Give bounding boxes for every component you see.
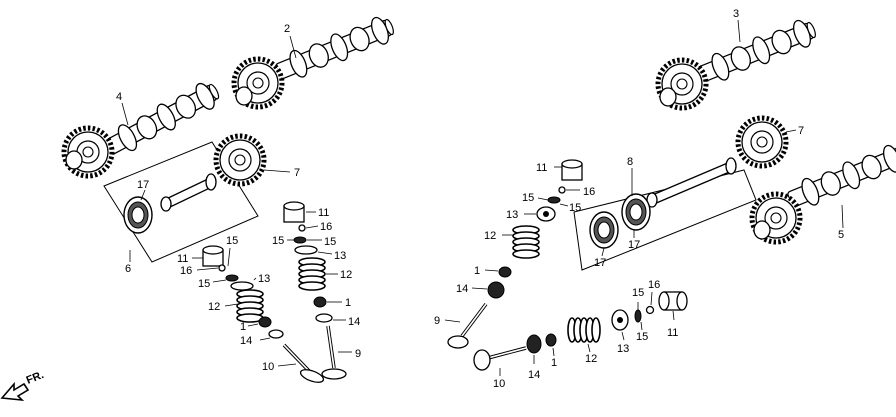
tappet-11-a	[202, 245, 224, 267]
bearing-17-right-a	[589, 211, 619, 249]
callout-11-d: 11	[667, 327, 678, 339]
camshaft-4	[64, 77, 224, 176]
callout-17-left: 17	[137, 179, 149, 191]
callout-15-a1: 15	[226, 235, 238, 247]
callout-15-d1: 15	[632, 287, 644, 299]
callout-16-a: 16	[180, 265, 192, 277]
camshaft-3	[658, 15, 820, 108]
callout-10-right: 10	[493, 378, 505, 390]
valve-9-right	[447, 302, 488, 349]
callout-12-d: 12	[585, 353, 597, 365]
cotter-15-b	[293, 236, 307, 244]
direction-label: FR.	[25, 369, 46, 387]
callout-11-a: 11	[177, 253, 188, 265]
callout-13-a: 13	[258, 273, 270, 285]
spring-12-b	[298, 257, 326, 291]
seal-1-b	[313, 296, 327, 308]
callout-15-c1: 15	[522, 192, 534, 204]
callout-11-b: 11	[318, 207, 329, 219]
callout-6: 6	[125, 263, 131, 275]
shim-16-a	[218, 264, 226, 272]
callout-9-right: 9	[434, 315, 440, 327]
callout-7-right: 7	[798, 125, 804, 137]
drive-gear-7-left	[216, 136, 264, 184]
shim-16-c	[558, 186, 566, 194]
seal-1-c	[498, 266, 512, 278]
spring-12-c	[512, 225, 540, 259]
tappet-11-c	[561, 159, 583, 181]
callout-1-b: 1	[345, 297, 351, 309]
callout-8: 8	[627, 156, 633, 168]
valve-10-left	[282, 343, 325, 383]
callout-17-right-a: 17	[594, 257, 606, 269]
seat-14-b	[315, 313, 333, 323]
callout-4: 4	[116, 91, 122, 103]
callout-3: 3	[733, 8, 739, 20]
callout-1-c: 1	[474, 265, 480, 277]
callout-14-c: 14	[456, 283, 468, 295]
cotter-15-c	[547, 196, 561, 204]
drive-gear-7-right	[738, 118, 786, 166]
bearing-17-right-b	[621, 193, 651, 231]
retainer-13-b	[294, 245, 318, 255]
shim-16-b	[298, 224, 306, 232]
callout-12-a: 12	[208, 301, 220, 313]
callout-1-d: 1	[551, 357, 557, 369]
assembly-box-6	[103, 141, 259, 263]
callout-12-b: 12	[340, 269, 352, 281]
tappet-11-d	[658, 291, 688, 311]
callout-17-right-b: 17	[628, 239, 640, 251]
seat-14-c	[487, 281, 505, 299]
front-direction-arrow-icon	[0, 381, 30, 402]
callout-7-left: 7	[294, 167, 300, 179]
spring-12-d	[567, 317, 601, 343]
callout-13-c: 13	[506, 209, 518, 221]
seat-14-d	[526, 334, 542, 354]
spring-12-a	[236, 289, 264, 323]
callout-15-c2: 15	[569, 202, 581, 214]
callout-14-a: 14	[240, 335, 252, 347]
idler-shaft-left	[160, 173, 217, 212]
callout-1-a: 1	[240, 321, 246, 333]
callout-15-b2: 15	[324, 236, 336, 248]
callout-13-d: 13	[617, 343, 629, 355]
tappet-11-b	[283, 201, 305, 223]
callout-12-c: 12	[484, 230, 496, 242]
cotter-15-d	[634, 309, 642, 323]
callout-15-a2: 15	[198, 278, 210, 290]
camshaft-5	[752, 140, 896, 242]
valve-10-right	[473, 346, 527, 371]
callout-10-left: 10	[262, 361, 274, 373]
callout-14-d: 14	[528, 369, 540, 381]
retainer-13-a	[230, 281, 254, 291]
callout-15-b1: 15	[272, 235, 284, 247]
callout-13-b: 13	[334, 250, 346, 262]
idler-shaft-right	[646, 157, 737, 208]
valve-9-left	[321, 325, 347, 380]
callout-11-c: 11	[536, 162, 547, 174]
callout-9-left: 9	[355, 348, 361, 360]
seal-1-d	[545, 333, 557, 347]
seal-1-a	[258, 316, 272, 328]
camshaft-2	[234, 12, 398, 107]
callout-15-d2: 15	[636, 331, 648, 343]
bearing-17-left	[123, 196, 153, 234]
callout-16-d: 16	[648, 279, 660, 291]
callout-16-b: 16	[320, 221, 332, 233]
seat-14-a	[268, 329, 284, 339]
callout-14-b: 14	[348, 316, 360, 328]
cotter-15-a	[225, 274, 239, 282]
callout-16-c: 16	[583, 186, 595, 198]
shim-16-d	[645, 305, 655, 315]
callout-2: 2	[284, 23, 290, 35]
callout-5: 5	[838, 229, 844, 241]
